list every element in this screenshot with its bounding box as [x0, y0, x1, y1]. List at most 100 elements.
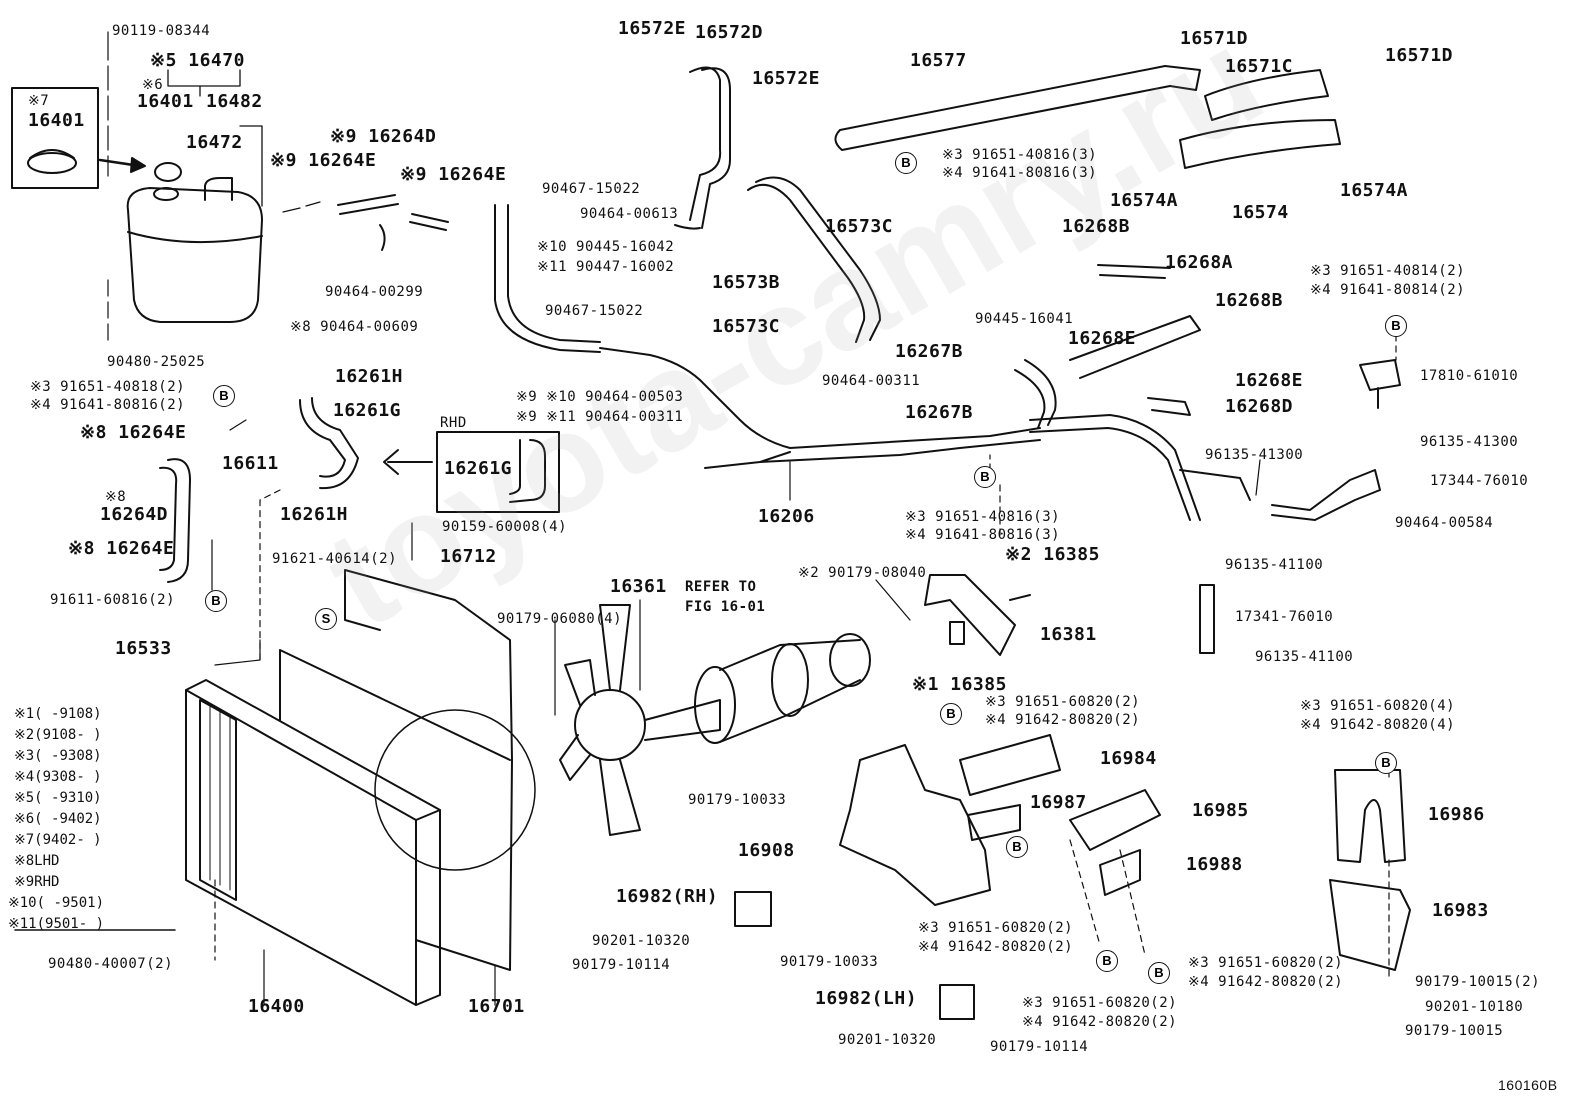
- ref-bubble: B: [213, 385, 235, 407]
- part-label: 90119-08344: [112, 23, 211, 39]
- legend-row: ※4(9308- ): [14, 769, 102, 785]
- part-label: 90179-10114: [572, 957, 671, 973]
- ref-bubble: B: [1096, 950, 1118, 972]
- part-label: 16261H: [335, 366, 404, 387]
- part-label: ※4 91642-80820(4): [1300, 717, 1456, 733]
- part-label: 90159-60008(4): [442, 519, 568, 535]
- part-label: 90467-15022: [545, 303, 644, 319]
- part-label: 16572E: [618, 18, 687, 39]
- part-label: 16472: [186, 132, 243, 153]
- refer-note-line-1: REFER TO: [685, 579, 757, 595]
- part-label: ※4 91642-80820(2): [1188, 974, 1344, 990]
- part-label: ※4 91641-80816(2): [30, 397, 186, 413]
- part-label: 90179-10015: [1405, 1023, 1504, 1039]
- part-label: ※6: [142, 77, 164, 93]
- part-label: ※4 91641-80814(2): [1310, 282, 1466, 298]
- ref-bubble: B: [895, 152, 917, 174]
- part-label: ※3 91651-40814(2): [1310, 263, 1466, 279]
- part-label: ※7: [28, 93, 50, 109]
- part-label: 16261G: [444, 458, 513, 479]
- part-label: 16400: [248, 996, 305, 1017]
- part-label: ※3 91651-60820(2): [985, 694, 1141, 710]
- part-label: 96135-41300: [1205, 447, 1304, 463]
- part-label: ※8 16264E: [80, 422, 187, 443]
- part-label: 16206: [758, 506, 815, 527]
- part-label: 16571D: [1180, 28, 1249, 49]
- fan-hub-drawing: [574, 689, 646, 761]
- part-label: ※4 91642-80820(2): [1022, 1014, 1178, 1030]
- part-label: 16983: [1432, 900, 1489, 921]
- part-label: ※11 90447-16002: [537, 259, 675, 275]
- part-label: 90467-15022: [542, 181, 641, 197]
- part-label: 17810-61010: [1420, 368, 1519, 384]
- part-label: 16482: [206, 91, 263, 112]
- part-label: 17341-76010: [1235, 609, 1334, 625]
- part-label: 16268B: [1062, 216, 1131, 237]
- part-label: 90179-10015(2): [1415, 974, 1541, 990]
- part-label: 90179-06080(4): [497, 611, 623, 627]
- part-label: 16268E: [1068, 328, 1137, 349]
- part-label: 16574A: [1340, 180, 1409, 201]
- part-label: 16577: [910, 50, 967, 71]
- part-label: 16381: [1040, 624, 1097, 645]
- part-label: 16573B: [712, 272, 781, 293]
- part-label: 16268A: [1165, 252, 1234, 273]
- part-label: 96135-41100: [1225, 557, 1324, 573]
- part-label: 17344-76010: [1430, 473, 1529, 489]
- legend-row: ※1( -9108): [14, 706, 102, 722]
- shroud-drawing: [344, 569, 513, 971]
- ref-bubble: B: [205, 590, 227, 612]
- part-label: 16533: [115, 638, 172, 659]
- part-label: ※5 16470: [150, 50, 245, 71]
- pipe-16577-drawing: [834, 65, 1171, 151]
- engine-mount-drawing: [839, 744, 991, 906]
- part-label: ※4 91642-80820(2): [918, 939, 1074, 955]
- ref-bubble: B: [974, 466, 996, 488]
- part-label: 90179-10033: [780, 954, 879, 970]
- part-label: ※3 91651-60820(2): [1188, 955, 1344, 971]
- part-label: 91621-40614(2): [272, 551, 398, 567]
- part-label: ※9 16264E: [270, 150, 377, 171]
- cap-inset-box: [11, 87, 99, 189]
- part-label: ※3 91651-60820(4): [1300, 698, 1456, 714]
- part-label: 16401: [28, 110, 85, 131]
- part-label: 90464-00299: [325, 284, 424, 300]
- part-label: 16574: [1232, 202, 1289, 223]
- reservoir-tank-drawing: [126, 187, 263, 323]
- part-label: 16572E: [752, 68, 821, 89]
- legend-row: ※2(9108- ): [14, 727, 102, 743]
- part-label: 16571D: [1385, 45, 1454, 66]
- part-label: 16984: [1100, 748, 1157, 769]
- part-label: 90464-00311: [822, 373, 921, 389]
- part-label: ※9 16264E: [400, 164, 507, 185]
- part-label: 16401: [137, 91, 194, 112]
- part-label: 16267B: [905, 402, 974, 423]
- legend-row: ※11(9501- ): [8, 916, 105, 932]
- part-label: 16571C: [1225, 56, 1294, 77]
- part-label: 16986: [1428, 804, 1485, 825]
- hose-16572D-drawing: [689, 66, 731, 229]
- refer-note-line-2: FIG 16-01: [685, 599, 766, 615]
- radiator-cap-drawing: [27, 152, 77, 174]
- legend-row: ※10( -9501): [8, 895, 105, 911]
- part-label: 16574A: [1110, 190, 1179, 211]
- part-label: ※2 16385: [1005, 544, 1100, 565]
- part-label: 90464-00584: [1395, 515, 1494, 531]
- part-label: ※3 91651-60820(2): [1022, 995, 1178, 1011]
- part-label: 16701: [468, 996, 525, 1017]
- ref-bubble: B: [940, 703, 962, 725]
- part-label: 16572D: [695, 22, 764, 43]
- part-label: 90179-10114: [990, 1039, 1089, 1055]
- rhd-box-title: RHD: [440, 415, 467, 431]
- part-label: 16611: [222, 453, 279, 474]
- part-label: ※9 ※10 90464-00503: [516, 389, 684, 405]
- part-label: ※3 91651-40816(3): [905, 509, 1061, 525]
- part-label: 90480-40007(2): [48, 956, 174, 972]
- part-label: ※4 91641-80816(3): [942, 165, 1098, 181]
- part-label: 16268B: [1215, 290, 1284, 311]
- part-label: ※9 ※11 90464-00311: [516, 409, 684, 425]
- part-label: 16261H: [280, 504, 349, 525]
- ref-bubble: B: [1006, 836, 1028, 858]
- part-label: ※1 16385: [912, 674, 1007, 695]
